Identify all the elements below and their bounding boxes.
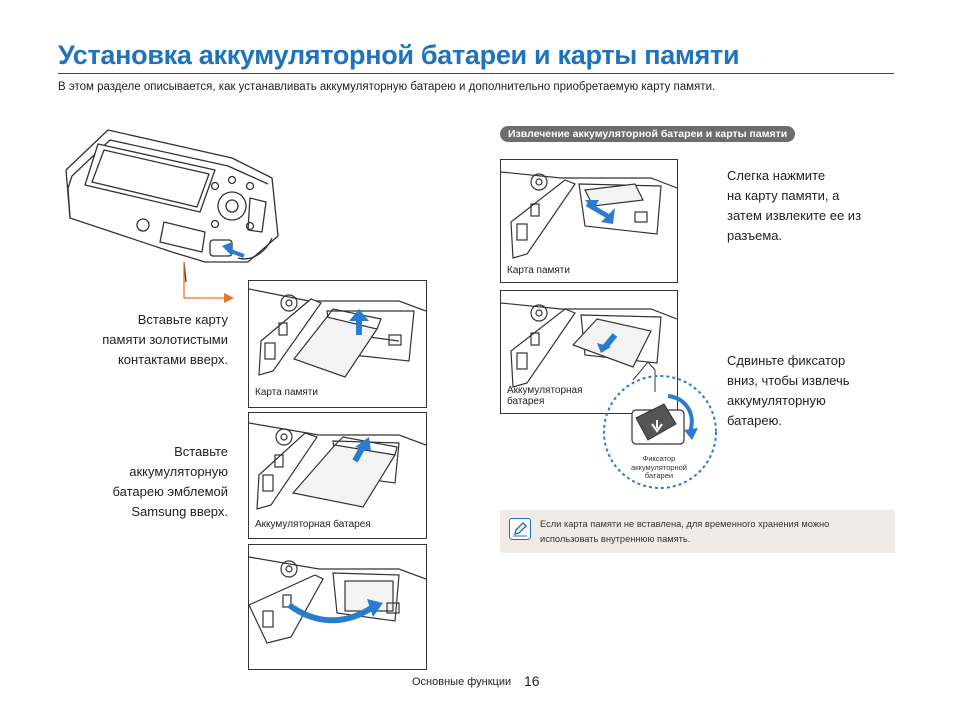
- install-battery-step: Вставьте аккумуляторную батарею эмблемой…: [112, 444, 228, 519]
- battery-remove-illustration: [501, 302, 677, 388]
- lock-caption: Фиксатор аккумуляторной батареи: [631, 454, 687, 480]
- note-box: Если карта памяти не вставлена, для врем…: [500, 510, 895, 553]
- intro-text: В этом разделе описывается, как устанавл…: [58, 81, 716, 93]
- note-text: Если карта памяти не вставлена, для врем…: [540, 519, 830, 544]
- battery-insert-illustration: [249, 422, 426, 510]
- footer-section: Основные функции: [412, 676, 512, 688]
- note-pencil-icon: [509, 518, 531, 540]
- remove-card-caption: Карта памяти: [507, 265, 570, 276]
- install-card-panel: Карта памяти: [248, 280, 427, 408]
- removal-section-label: Извлечение аккумуляторной батареи и карт…: [500, 126, 796, 142]
- card-remove-illustration: [501, 171, 677, 259]
- door-close-illustration: [249, 556, 426, 644]
- install-card-step: Вставьте карту памяти золотистыми контак…: [102, 312, 228, 367]
- install-battery-caption: Аккумуляторная батарея: [255, 519, 371, 530]
- remove-card-panel: Карта памяти: [500, 159, 678, 283]
- install-close-panel: [248, 544, 427, 670]
- page-number: 16: [524, 673, 540, 689]
- page-title: Установка аккумуляторной батареи и карты…: [58, 40, 740, 70]
- remove-battery-step: Сдвиньте фиксатор вниз, чтобы извлечь ак…: [727, 353, 850, 428]
- install-card-caption: Карта памяти: [255, 387, 318, 398]
- remove-card-step: Слегка нажмите на карту памяти, а затем …: [727, 168, 862, 243]
- remove-battery-panel: Аккумуляторная батарея: [500, 290, 678, 414]
- install-battery-panel: Аккумуляторная батарея: [248, 412, 427, 539]
- title-rule: [58, 73, 894, 74]
- card-insert-illustration: [249, 288, 426, 378]
- remove-battery-caption: Аккумуляторная батарея: [507, 385, 583, 407]
